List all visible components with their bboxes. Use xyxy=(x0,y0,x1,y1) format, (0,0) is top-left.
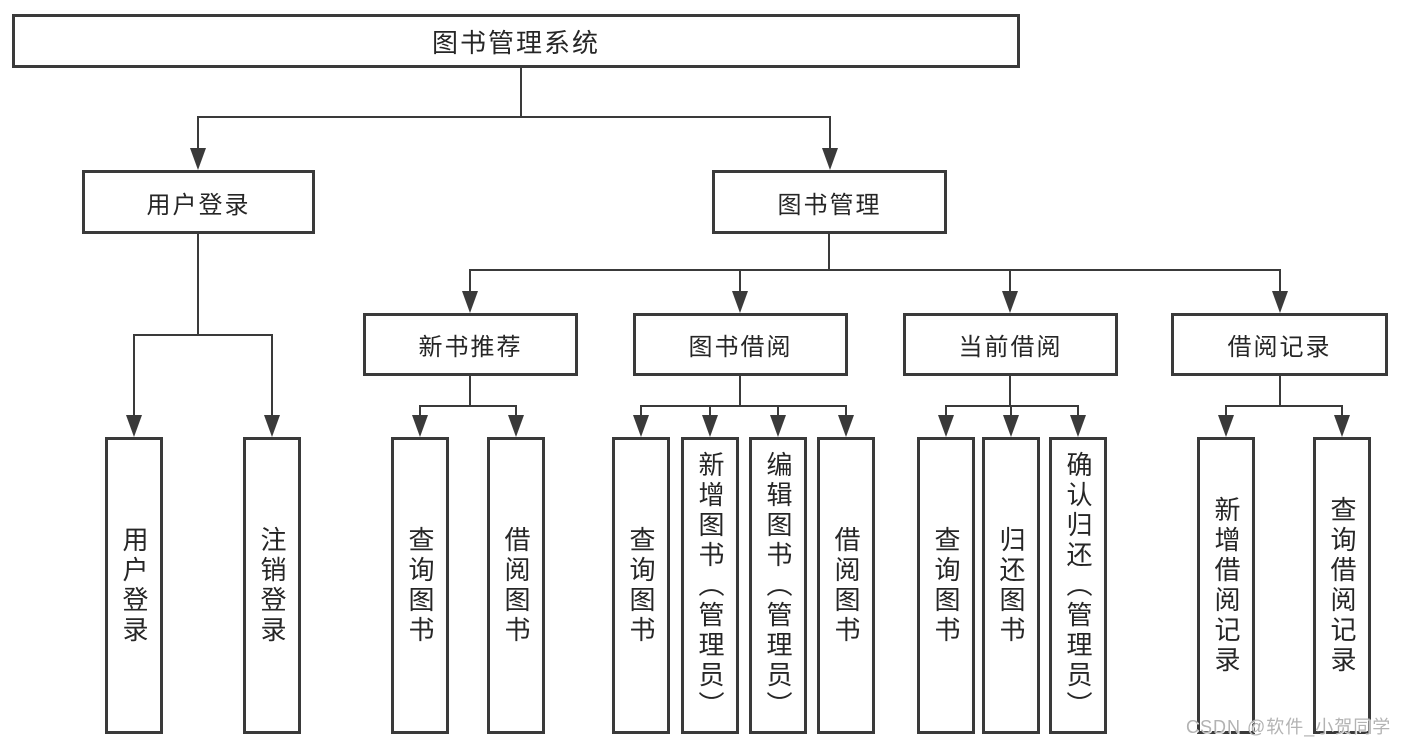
connector-line xyxy=(419,405,517,407)
node-book-management: 图书管理 xyxy=(712,170,947,234)
leaf-confirm-return-admin: 确认归还（管理员） xyxy=(1049,437,1107,734)
node-current-borrowing: 当前借阅 xyxy=(903,313,1118,376)
leaf-label: 借阅图书 xyxy=(831,525,861,646)
connector-line xyxy=(709,405,711,417)
connector-line xyxy=(640,405,847,407)
node-book-borrowing: 图书借阅 xyxy=(633,313,848,376)
connector-line xyxy=(1341,405,1343,417)
connector-line xyxy=(197,116,199,148)
leaf-label: 查询图书 xyxy=(931,525,961,646)
leaf-user-login: 用户登录 xyxy=(105,437,163,734)
arrow-down xyxy=(126,415,142,437)
arrow-down xyxy=(1218,415,1234,437)
node-label: 当前借阅 xyxy=(958,334,1063,361)
connector-line xyxy=(845,405,847,417)
connector-line xyxy=(1010,405,1012,417)
arrow-down xyxy=(462,291,478,313)
connector-line xyxy=(197,116,831,118)
arrow-down xyxy=(822,148,838,170)
arrow-down xyxy=(770,415,786,437)
node-label: 借阅记录 xyxy=(1227,334,1332,361)
connector-line xyxy=(945,405,1079,407)
connector-line xyxy=(133,334,273,336)
node-label: 图书借阅 xyxy=(688,334,793,361)
connector-line xyxy=(1225,405,1227,417)
leaf-query-books-recommend: 查询图书 xyxy=(391,437,449,734)
connector-line xyxy=(1279,269,1281,293)
leaf-label: 新增借阅记录 xyxy=(1211,495,1241,676)
leaf-label: 归还图书 xyxy=(996,525,1026,646)
arrow-down xyxy=(938,415,954,437)
leaf-edit-book-admin: 编辑图书（管理员） xyxy=(749,437,807,734)
connector-line xyxy=(739,269,741,293)
connector-line xyxy=(739,376,741,407)
arrow-down xyxy=(838,415,854,437)
leaf-query-books-borrowing: 查询图书 xyxy=(612,437,670,734)
leaf-query-books-current: 查询图书 xyxy=(917,437,975,734)
leaf-add-book-admin: 新增图书（管理员） xyxy=(681,437,739,734)
leaf-label: 新增图书（管理员） xyxy=(695,450,725,721)
leaf-label: 查询图书 xyxy=(405,525,435,646)
arrow-down xyxy=(1272,291,1288,313)
arrow-down xyxy=(1070,415,1086,437)
node-library-management-system: 图书管理系统 xyxy=(12,14,1020,68)
leaf-return-book: 归还图书 xyxy=(982,437,1040,734)
leaf-label: 借阅图书 xyxy=(501,525,531,646)
arrow-down xyxy=(633,415,649,437)
connector-line xyxy=(945,405,947,417)
leaf-borrow-books-borrowing: 借阅图书 xyxy=(817,437,875,734)
arrow-down xyxy=(508,415,524,437)
connector-line xyxy=(1009,269,1011,293)
leaf-label: 注销登录 xyxy=(257,525,287,646)
connector-line xyxy=(1009,376,1011,407)
arrow-down xyxy=(1334,415,1350,437)
node-user-login: 用户登录 xyxy=(82,170,315,234)
connector-line xyxy=(419,405,421,417)
arrow-down xyxy=(412,415,428,437)
node-new-book-recommend: 新书推荐 xyxy=(363,313,578,376)
leaf-label: 用户登录 xyxy=(119,525,149,646)
arrow-down xyxy=(1003,415,1019,437)
connector-line xyxy=(1279,376,1281,407)
leaf-label: 查询图书 xyxy=(626,525,656,646)
connector-line xyxy=(469,269,471,293)
connector-line xyxy=(1077,405,1079,417)
node-label: 图书管理 xyxy=(777,191,882,219)
node-label: 用户登录 xyxy=(146,191,251,219)
leaf-borrow-books-recommend: 借阅图书 xyxy=(487,437,545,734)
leaf-label: 确认归还（管理员） xyxy=(1063,450,1093,721)
node-borrow-records: 借阅记录 xyxy=(1171,313,1388,376)
leaf-label: 查询借阅记录 xyxy=(1327,495,1357,676)
connector-line xyxy=(271,334,273,416)
arrow-down xyxy=(264,415,280,437)
arrow-down xyxy=(190,148,206,170)
node-label: 新书推荐 xyxy=(418,334,523,361)
connector-line xyxy=(469,376,471,407)
connector-line xyxy=(197,233,199,336)
arrow-down xyxy=(702,415,718,437)
connector-line xyxy=(133,334,135,416)
leaf-add-borrow-record: 新增借阅记录 xyxy=(1197,437,1255,734)
connector-line xyxy=(520,67,522,118)
connector-line xyxy=(469,269,1281,271)
connector-line xyxy=(829,116,831,148)
connector-line xyxy=(1225,405,1343,407)
leaf-label: 编辑图书（管理员） xyxy=(763,450,793,721)
arrow-down xyxy=(1002,291,1018,313)
connector-line xyxy=(640,405,642,417)
connector-line xyxy=(828,233,830,271)
connector-line xyxy=(515,405,517,417)
csdn-watermark: CSDN @软件_小贺同学 xyxy=(1186,717,1392,737)
leaf-logout: 注销登录 xyxy=(243,437,301,734)
leaf-query-borrow-record: 查询借阅记录 xyxy=(1313,437,1371,734)
node-label: 图书管理系统 xyxy=(431,27,600,58)
connector-line xyxy=(777,405,779,417)
arrow-down xyxy=(732,291,748,313)
